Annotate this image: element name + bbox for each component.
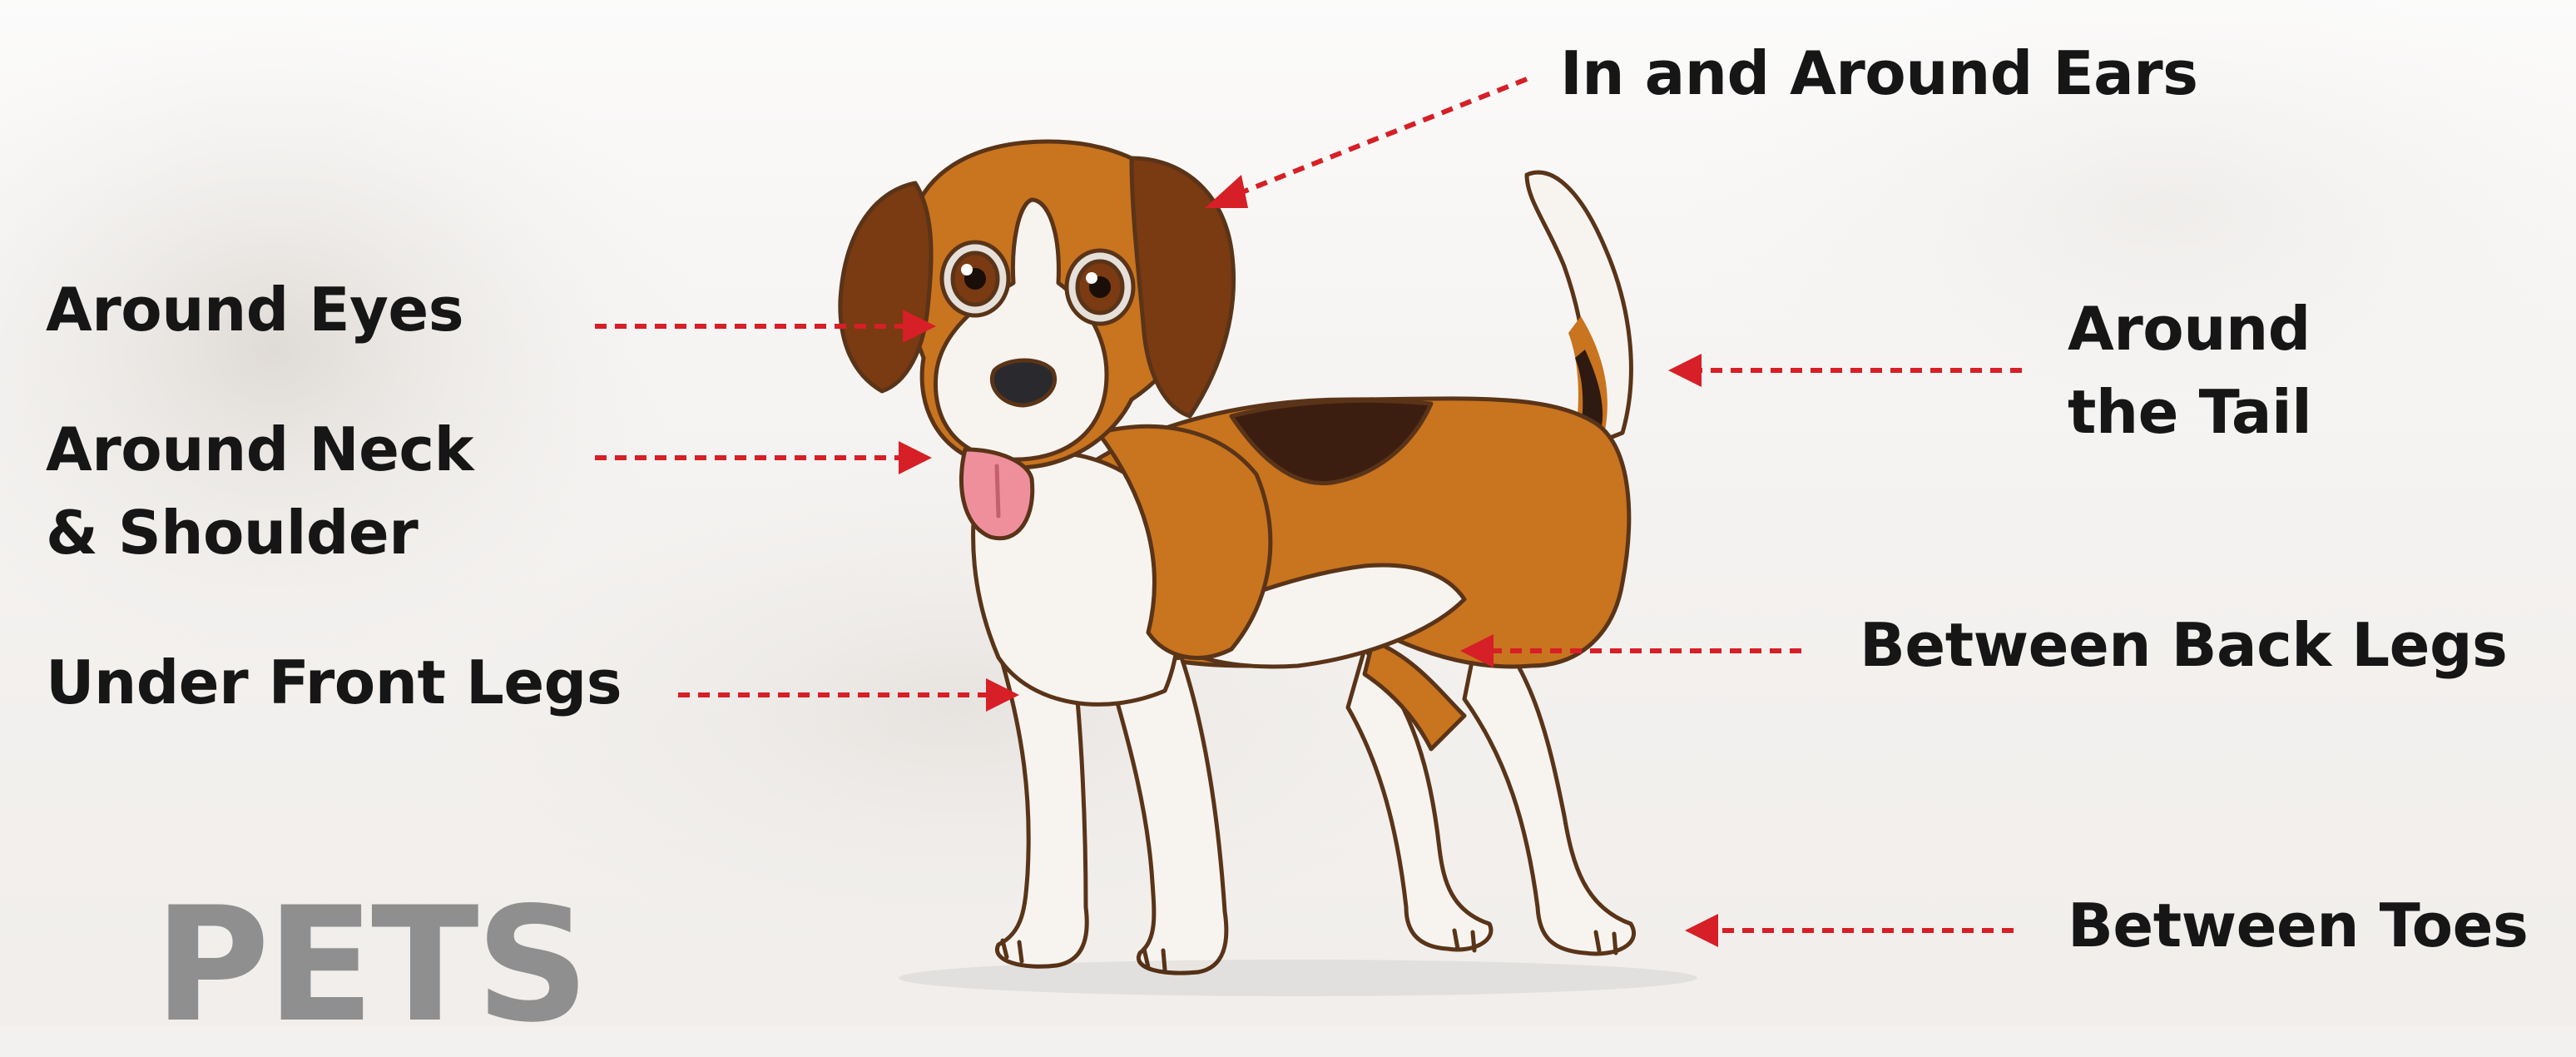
label-toes: Between Toes [2068, 884, 2528, 967]
arrow-toes [1685, 914, 2014, 947]
label-neck: Around Neck & Shoulder [46, 408, 473, 574]
arrow-eyes [595, 310, 936, 343]
page-title: PETS [154, 886, 587, 1045]
arrow-ears [1205, 79, 1527, 208]
label-tail: Around the Tail [2068, 287, 2311, 454]
label-ears: In and Around Ears [1560, 32, 2198, 115]
arrow-tail [1668, 354, 2022, 387]
arrow-back-legs [1460, 634, 1801, 667]
label-front-legs: Under Front Legs [46, 641, 622, 724]
arrow-front-legs [678, 678, 1019, 712]
label-back-legs: Between Back Legs [1860, 603, 2507, 687]
arrow-neck [595, 441, 932, 474]
label-eyes: Around Eyes [46, 268, 463, 351]
